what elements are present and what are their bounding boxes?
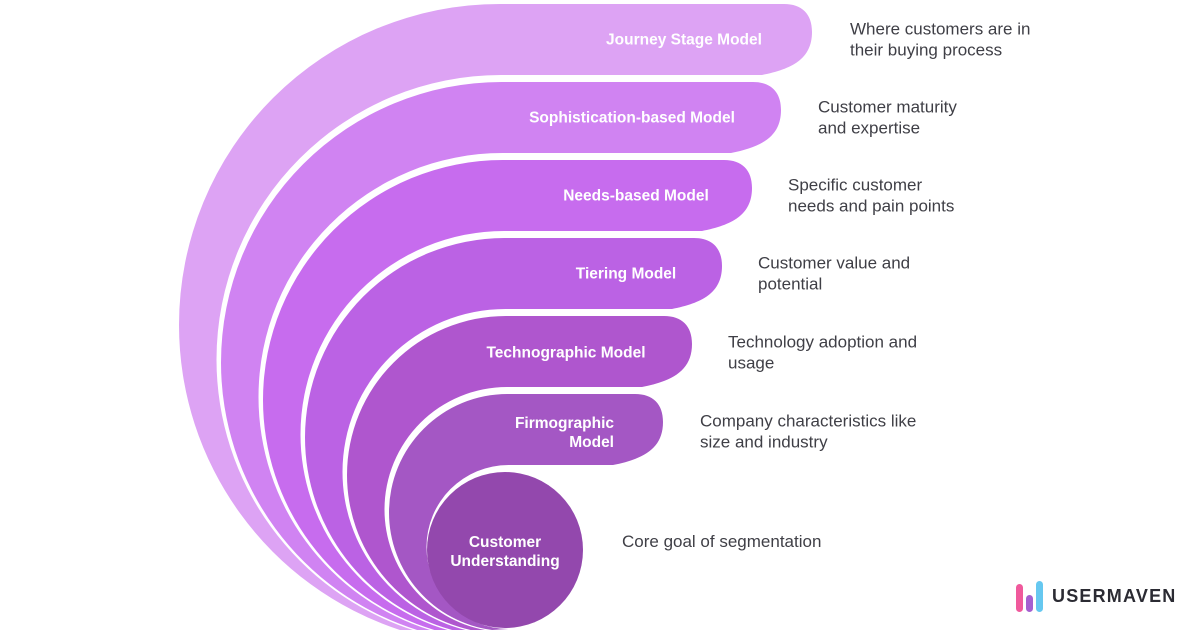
- band-label-tiering-model: Tiering Model: [575, 265, 677, 283]
- logo-bar-pink: [1016, 584, 1023, 612]
- band-description-firmographic-model: Company characteristics like size and in…: [700, 411, 917, 452]
- center-circle-description: Core goal of segmentation: [622, 531, 822, 551]
- band-label-needs-based-model: Needs-based Model: [563, 187, 709, 205]
- band-shape-technographic-model: [347, 316, 692, 630]
- band-shape-tiering-model: [305, 238, 722, 630]
- logo-bars-icon: [1016, 580, 1043, 612]
- band-label-firmographic-model: Firmographic Model: [514, 415, 614, 451]
- center-circle-label: Customer Understanding: [450, 534, 560, 570]
- center-circle-shape: [427, 472, 583, 628]
- band-description-sophistication-based-model: Customer maturity and expertise: [818, 97, 957, 138]
- band-shape-firmographic-model: [389, 394, 663, 630]
- band-description-tiering-model: Customer value and potential: [758, 253, 911, 294]
- band-shape-sophistication-based-model: [221, 82, 781, 630]
- logo-bar-blue: [1036, 581, 1043, 612]
- band-description-technographic-model: Technology adoption and usage: [728, 332, 918, 373]
- logo-bar-purple: [1026, 595, 1033, 612]
- band-label-journey-stage-model: Journey Stage Model: [606, 31, 762, 49]
- band-label-sophistication-based-model: Sophistication-based Model: [529, 109, 735, 127]
- band-label-technographic-model: Technographic Model: [486, 344, 646, 362]
- band-description-needs-based-model: Specific customer needs and pain points: [788, 175, 955, 216]
- band-shape-needs-based-model: [263, 160, 752, 630]
- logo-text: USERMAVEN: [1052, 585, 1177, 606]
- usermaven-logo: USERMAVEN: [1016, 580, 1176, 612]
- band-shape-journey-stage-model: [178, 4, 812, 630]
- band-description-journey-stage-model: Where customers are in their buying proc…: [850, 19, 1031, 60]
